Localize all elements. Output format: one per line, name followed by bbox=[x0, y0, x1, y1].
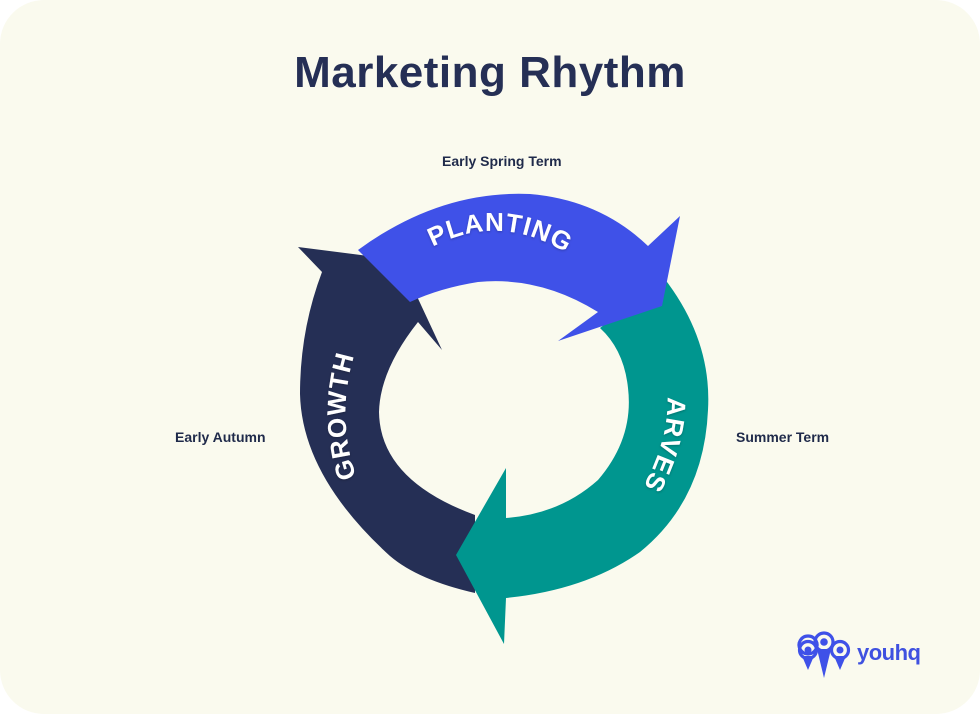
term-label-summer: Summer Term bbox=[736, 429, 830, 445]
youhq-logo: youhq bbox=[795, 628, 925, 682]
growth-arrow bbox=[298, 247, 475, 593]
planting-arrow bbox=[358, 193, 680, 341]
location-pins-icon bbox=[797, 631, 851, 678]
logo-text: youhq bbox=[857, 640, 921, 665]
harvest-arrow bbox=[456, 278, 709, 644]
term-label-autumn: Early Autumn bbox=[175, 429, 266, 445]
page-title: Marketing Rhythm bbox=[294, 48, 686, 97]
term-label-spring: Early Spring Term bbox=[442, 153, 562, 169]
